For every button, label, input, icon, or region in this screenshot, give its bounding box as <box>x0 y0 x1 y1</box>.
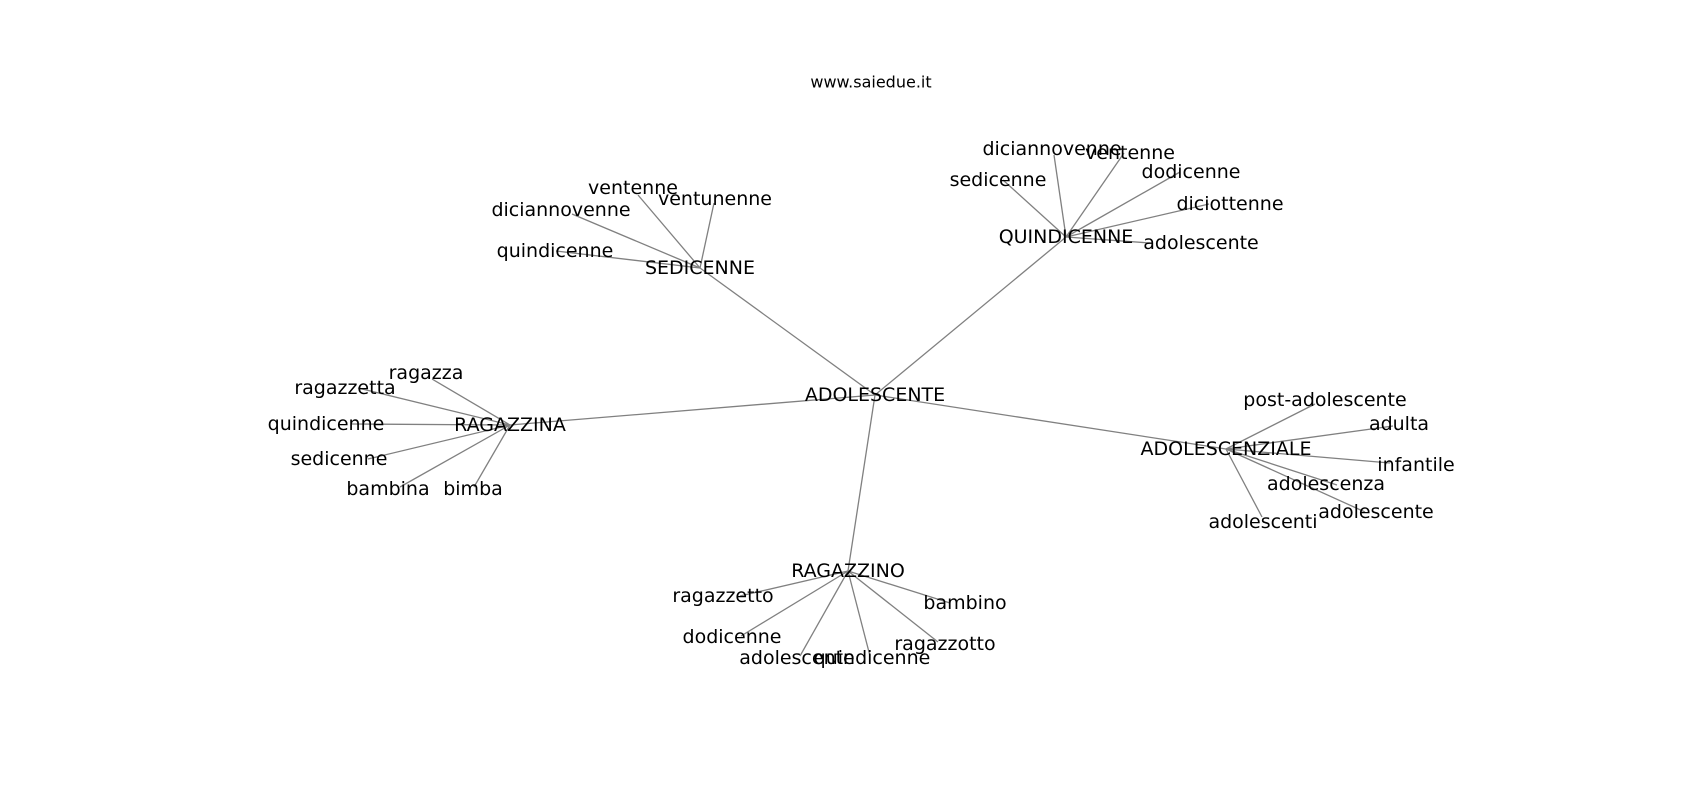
center-node-label: ADOLESCENTE <box>805 384 945 406</box>
edge-sedicenne-diciannovenne <box>571 213 701 269</box>
edge-adolescenziale-adolescenti <box>1225 448 1263 518</box>
leaf-node-ragazzina-quindicenne: quindicenne <box>268 413 385 435</box>
leaf-node-ragazzino-ragazzetto: ragazzetto <box>672 585 773 607</box>
leaf-node-sedicenne-diciannovenne: diciannovenne <box>491 199 630 221</box>
leaf-node-sedicenne-quindicenne: quindicenne <box>497 240 614 262</box>
edge-adolescenziale-adulta <box>1225 425 1394 450</box>
leaf-node-adolescenziale-adolescenza: adolescenza <box>1267 473 1385 495</box>
edge-quindicenne-adolescente <box>1065 236 1151 244</box>
leaf-node-quindicenne-diciannovenne: diciannovenne <box>982 138 1121 160</box>
edge-ragazzino-bambino <box>847 570 951 604</box>
edge-ragazzina-ragazza <box>431 378 511 426</box>
leaf-node-ragazzino-ragazzotto: ragazzotto <box>894 633 995 655</box>
edge-center-sedicenne <box>699 267 876 396</box>
edge-ragazzina-ragazzetta <box>357 387 511 426</box>
hub-node-quindicenne: QUINDICENNE <box>999 226 1134 248</box>
edge-quindicenne-sedicenne <box>1002 179 1067 238</box>
edge-center-ragazzina <box>509 394 876 426</box>
edge-ragazzina-sedicenne <box>367 424 511 460</box>
leaf-node-adolescenziale-adolescenti: adolescenti <box>1208 511 1317 533</box>
leaf-node-quindicenne-sedicenne: sedicenne <box>950 169 1047 191</box>
edge-ragazzino-ragazzotto <box>847 570 939 643</box>
edge-adolescenziale-adolescenza <box>1225 448 1338 486</box>
edge-sedicenne-ventunenne <box>699 202 715 269</box>
leaf-node-adolescenziale-adulta: adulta <box>1369 413 1429 435</box>
leaf-node-ragazzina-ragazzetta: ragazzetta <box>294 377 395 399</box>
edge-ragazzina-bimba <box>473 424 511 488</box>
leaf-node-ragazzino-bambino: bambino <box>923 592 1006 614</box>
edge-quindicenne-dodicenne <box>1065 171 1181 238</box>
leaf-node-adolescenziale-post-adolescente: post-adolescente <box>1243 389 1406 411</box>
leaf-node-ragazzina-sedicenne: sedicenne <box>291 448 388 470</box>
edge-center-adolescenziale <box>874 394 1227 450</box>
graph-edges <box>351 152 1394 657</box>
leaf-node-quindicenne-adolescente: adolescente <box>1143 232 1259 254</box>
leaf-node-ragazzina-bimba: bimba <box>443 478 503 500</box>
leaf-node-ragazzino-dodicenne: dodicenne <box>683 626 782 648</box>
hub-node-ragazzino: RAGAZZINO <box>791 560 905 582</box>
leaf-node-sedicenne-ventenne: ventenne <box>588 177 678 199</box>
leaf-node-adolescenziale-infantile: infantile <box>1377 454 1454 476</box>
leaf-node-adolescenziale-adolescente: adolescente <box>1318 501 1434 523</box>
hub-node-ragazzina: RAGAZZINA <box>454 414 566 436</box>
edge-quindicenne-diciannovenne <box>1053 154 1067 238</box>
site-watermark: www.saiedue.it <box>810 73 931 92</box>
edge-adolescenziale-adolescente <box>1225 448 1366 513</box>
leaf-node-quindicenne-dodicenne: dodicenne <box>1142 161 1241 183</box>
edge-ragazzino-adolescente <box>799 570 849 657</box>
edge-ragazzino-ragazzetto <box>739 570 849 597</box>
edge-quindicenne-ventenne <box>1065 152 1125 238</box>
leaf-node-quindicenne-diciottenne: diciottenne <box>1176 193 1283 215</box>
leaf-node-sedicenne-ventunenne: ventunenne <box>658 188 772 210</box>
leaf-node-ragazzina-ragazza: ragazza <box>389 362 464 384</box>
edge-quindicenne-diciottenne <box>1065 203 1210 238</box>
edge-ragazzino-quindicenne <box>847 570 871 657</box>
edge-center-ragazzino <box>847 394 876 572</box>
edge-sedicenne-quindicenne <box>555 250 701 269</box>
hub-node-adolescenziale: ADOLESCENZIALE <box>1141 438 1312 460</box>
graph-labels: ADOLESCENTESEDICENNEventenneventunennedi… <box>268 138 1455 669</box>
edge-ragazzina-quindicenne <box>351 423 511 426</box>
edge-adolescenziale-infantile <box>1225 448 1391 464</box>
hub-node-sedicenne: SEDICENNE <box>645 257 755 279</box>
edge-adolescenziale-post-adolescente <box>1225 403 1316 450</box>
edge-sedicenne-ventenne <box>637 194 701 269</box>
leaf-node-quindicenne-ventenne: ventenne <box>1085 142 1175 164</box>
edge-ragazzino-dodicenne <box>740 570 849 637</box>
edge-center-quindicenne <box>874 236 1067 396</box>
leaf-node-ragazzino-adolescente: adolescente <box>739 647 855 669</box>
leaf-node-ragazzino-quindicenne: quindicenne <box>814 647 931 669</box>
edge-ragazzina-bambina <box>399 424 511 488</box>
leaf-node-ragazzina-bambina: bambina <box>346 478 429 500</box>
